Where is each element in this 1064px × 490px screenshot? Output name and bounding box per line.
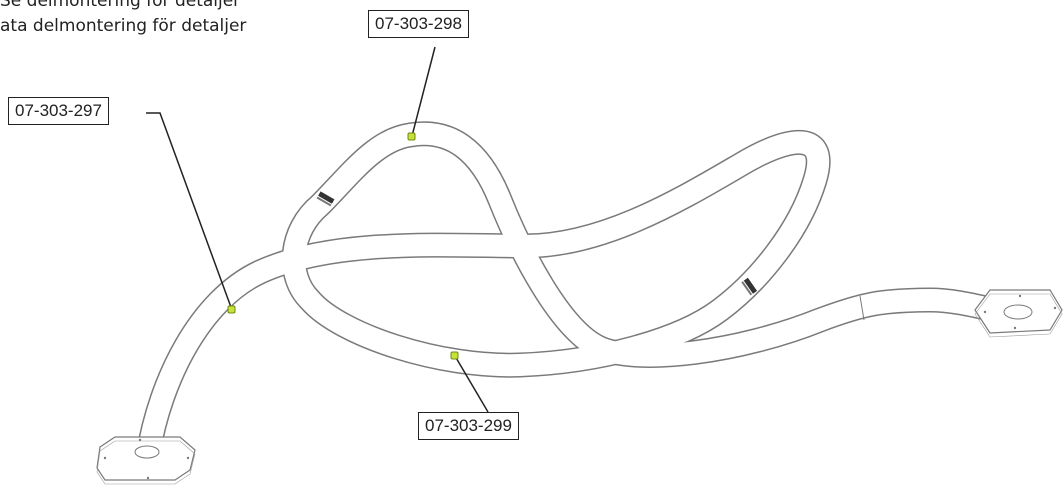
- note-text-line-2: ata delmontering för detaljer: [0, 16, 247, 36]
- tube-core: [148, 134, 1010, 455]
- right-base-plate: [974, 289, 1063, 338]
- marker-299-icon: [450, 351, 459, 360]
- left-base-plate: [96, 436, 196, 485]
- joint-line-right: [859, 295, 865, 321]
- callout-07-303-298: 07-303-298: [368, 10, 469, 38]
- leader-line-299: [454, 355, 489, 413]
- marker-297-icon: [227, 305, 236, 314]
- leader-line-297: [146, 112, 233, 311]
- leader-line-298: [411, 46, 436, 137]
- callout-07-303-299: 07-303-299: [418, 412, 519, 440]
- note-text-line-1: Se delmontering för detaljer: [0, 0, 241, 11]
- callout-07-303-297: 07-303-297: [8, 97, 109, 125]
- clamp-upper: [316, 191, 335, 207]
- marker-298-icon: [407, 132, 416, 141]
- clamp-right: [741, 277, 758, 296]
